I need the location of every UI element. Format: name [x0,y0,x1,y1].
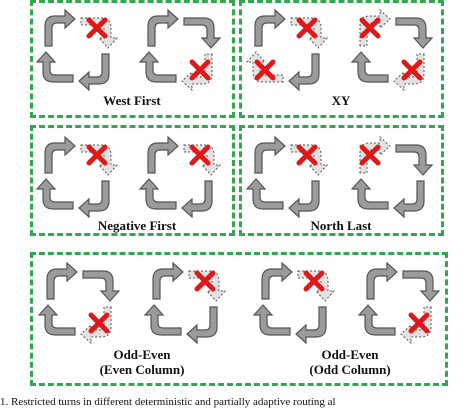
panel-odd-even [30,252,448,386]
x-mark-icon [401,59,423,81]
x-mark-icon [194,270,216,292]
curved-arrow-icon [395,144,434,176]
x-mark-icon [86,17,108,39]
curved-arrow-icon [261,261,293,300]
x-mark-icon [408,312,430,334]
panel-west-first [30,0,235,118]
curved-arrow-icon [366,261,398,300]
panel-north-last [239,125,444,236]
panel-negative-first [30,125,235,236]
curved-arrow-icon [35,51,74,83]
curved-arrow-icon [143,304,182,336]
curved-arrow-icon [183,17,222,49]
turn-group [37,261,121,345]
turn-group [252,261,336,345]
curved-arrow-icon [245,178,284,210]
curved-arrow-icon [402,270,441,302]
turn-group [357,261,441,345]
x-mark-icon [296,17,318,39]
curved-arrow-icon [181,180,213,219]
curved-arrow-icon [78,53,110,92]
curved-arrow-icon [37,304,76,336]
x-mark-icon [189,59,211,81]
turn-group [35,135,119,219]
curved-arrow-icon [350,178,389,210]
x-mark-icon [189,144,211,166]
panel-label: Negative First [67,218,207,233]
x-mark-icon [88,312,110,334]
panel-sublabel: Odd-Even(Odd Column) [309,347,391,377]
curved-arrow-icon [147,135,179,174]
curved-arrow-icon [147,8,179,47]
curved-arrow-icon [359,135,391,174]
curved-arrow-icon [400,306,432,345]
turn-group [245,8,329,92]
curved-arrow-icon [393,180,425,219]
turn-group [350,135,434,219]
curved-arrow-icon [181,53,213,92]
curved-arrow-icon [138,178,177,210]
curved-arrow-icon [46,261,78,300]
curved-arrow-icon [35,178,74,210]
turn-group [35,8,119,92]
curved-arrow-icon [186,306,218,345]
turn-group [143,261,227,345]
curved-arrow-icon [288,180,320,219]
turn-group [350,8,434,92]
panel-sublabel: Odd-Even(Even Column) [99,347,185,377]
curved-arrow-icon [252,304,291,336]
panel-xy [239,0,444,118]
curved-arrow-icon [152,261,184,300]
panel-label: North Last [271,218,411,233]
curved-arrow-icon [254,135,286,174]
turn-group [245,135,329,219]
x-mark-icon [86,144,108,166]
figure-caption: 1. Restricted turns in different determi… [0,396,336,408]
x-mark-icon [303,270,325,292]
curved-arrow-icon [254,8,286,47]
curved-arrow-icon [82,270,121,302]
curved-arrow-icon [80,306,112,345]
x-mark-icon [359,144,381,166]
curved-arrow-icon [395,17,434,49]
x-mark-icon [296,144,318,166]
curved-arrow-icon [295,306,327,345]
curved-arrow-icon [357,304,396,336]
curved-arrow-icon [44,135,76,174]
curved-arrow-icon [350,51,389,83]
x-mark-icon [254,59,276,81]
x-mark-icon [359,17,381,39]
turn-group [138,135,222,219]
curved-arrow-icon [393,53,425,92]
curved-arrow-icon [44,8,76,47]
curved-arrow-icon [359,8,391,47]
curved-arrow-icon [78,180,110,219]
curved-arrow-icon [138,51,177,83]
panel-label: XY [271,93,411,108]
turn-group [138,8,222,92]
curved-arrow-icon [245,51,284,83]
panel-label: West First [62,93,202,108]
curved-arrow-icon [288,53,320,92]
